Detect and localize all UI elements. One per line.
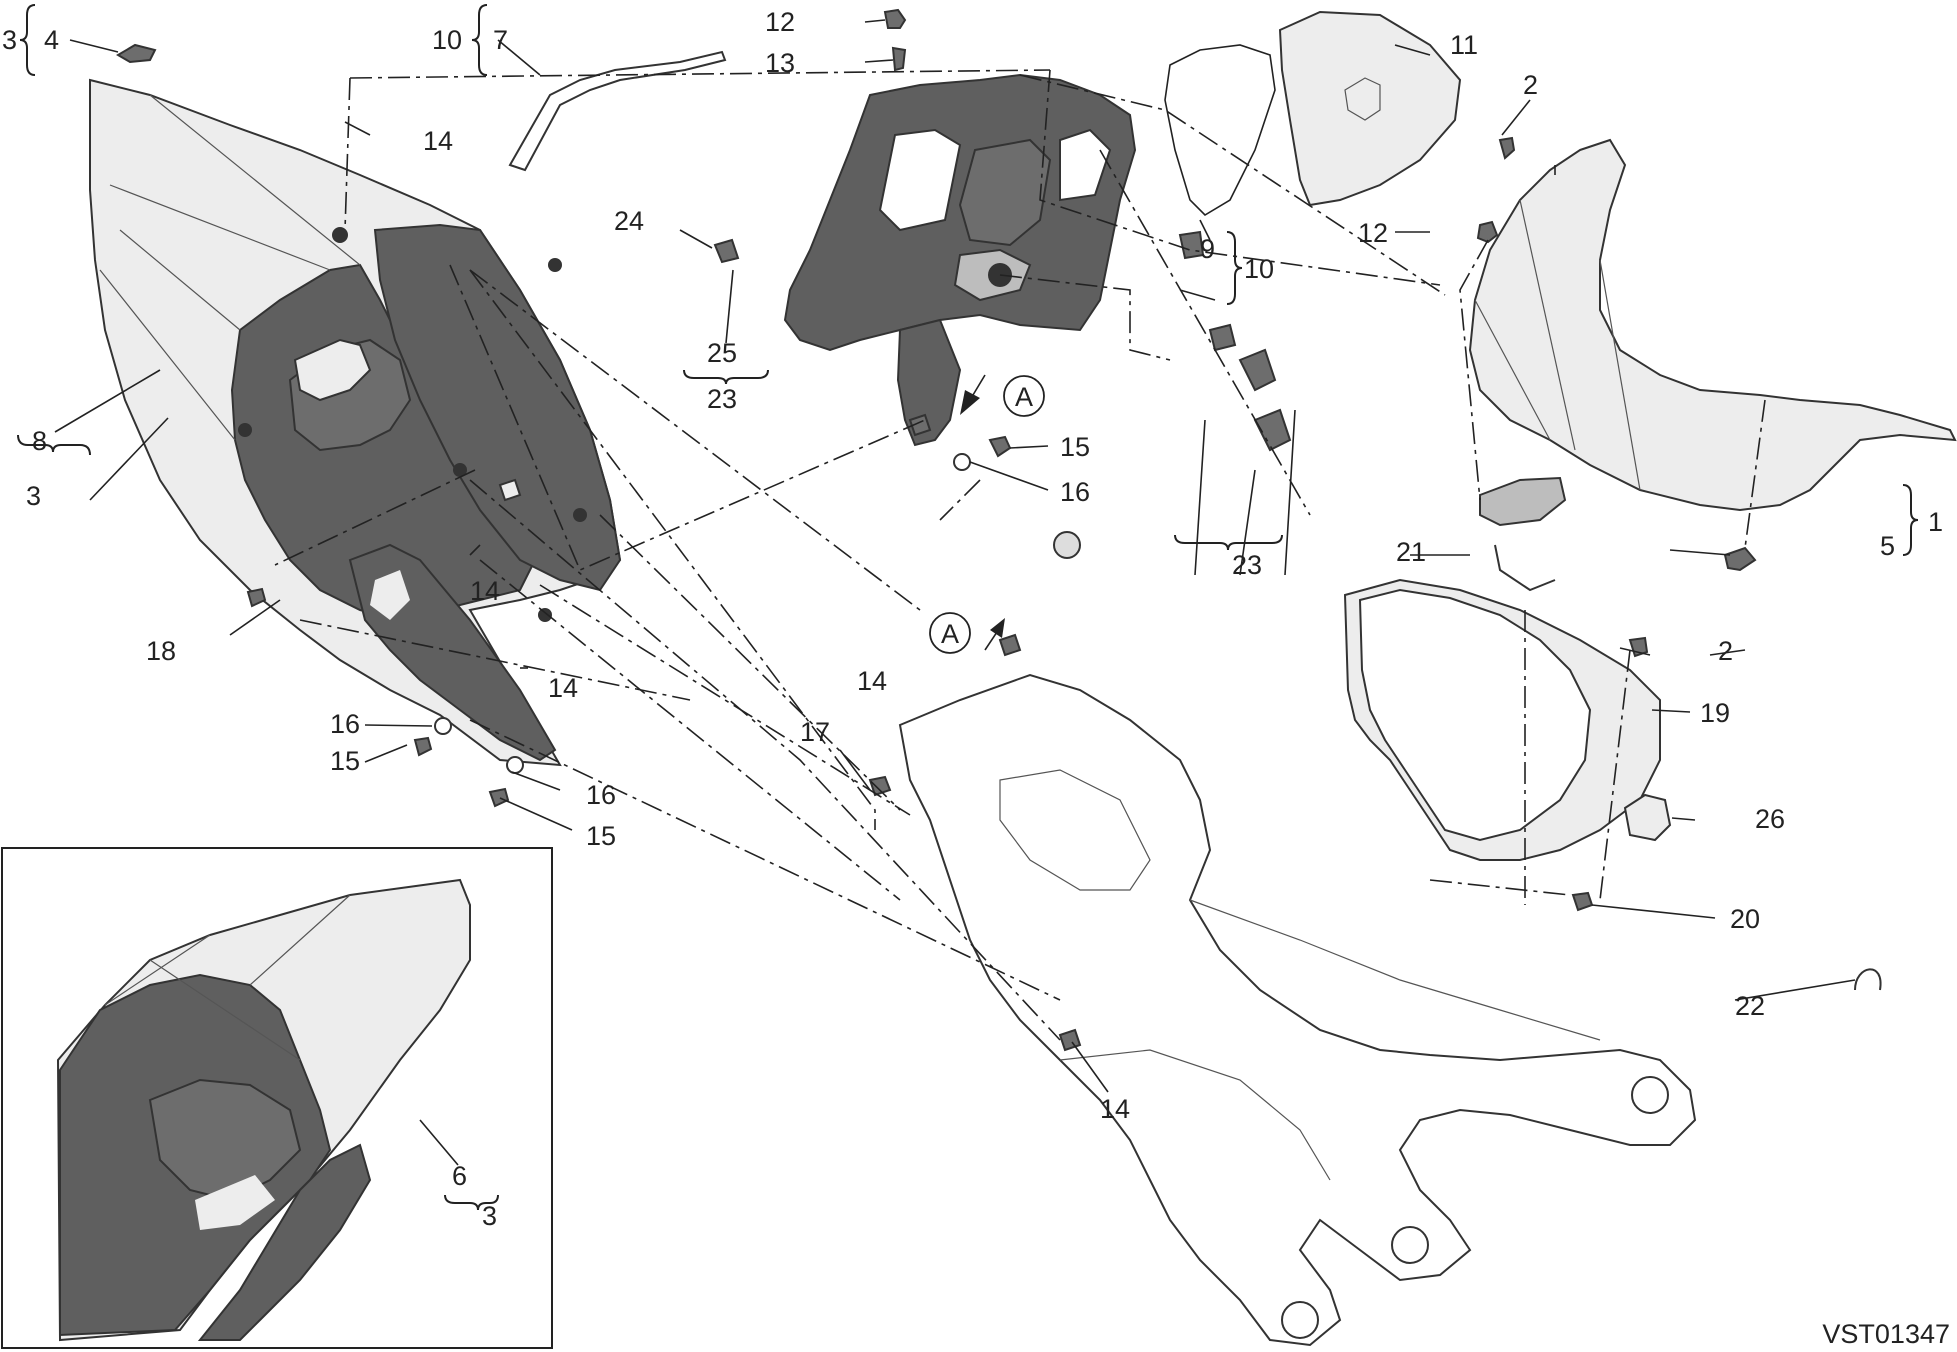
clip-22 — [1854, 968, 1882, 991]
callout-1: 1 — [1928, 507, 1943, 537]
callout-3-inset: 3 — [482, 1201, 497, 1231]
callout-9: 9 — [1200, 234, 1215, 264]
callout-10-right: 10 — [1244, 254, 1274, 284]
callout-7: 7 — [493, 25, 508, 55]
callout-3-left: 3 — [26, 481, 41, 511]
seat-frame-loop — [1164, 44, 1276, 217]
callout-2-top: 2 — [1523, 70, 1538, 100]
inset-frame — [1, 847, 553, 1349]
tail-cover-main — [89, 78, 622, 767]
center-dark-panel — [783, 73, 1137, 447]
seat-pad — [1278, 10, 1462, 207]
marker-a-bottom-circle — [929, 612, 971, 654]
leader-lines — [54, 19, 1856, 1166]
callout-25: 25 — [707, 338, 737, 368]
callout-18: 18 — [146, 636, 176, 666]
connector — [1479, 476, 1567, 527]
callout-15-left: 15 — [330, 746, 360, 776]
callout-4: 4 — [44, 25, 59, 55]
callout-24: 24 — [614, 206, 644, 236]
callout-labels: 3 4 10 7 12 13 11 2 14 24 25 23 9 10 12 … — [2, 7, 1943, 1231]
callout-23-right: 23 — [1232, 550, 1262, 580]
callout-12-top: 12 — [765, 7, 795, 37]
seat-tray — [1343, 578, 1661, 861]
callout-6: 6 — [452, 1161, 467, 1191]
callout-22: 22 — [1735, 991, 1765, 1021]
callout-16-top: 16 — [1060, 477, 1090, 507]
fasteners — [246, 8, 1757, 1052]
callout-8: 8 — [32, 426, 47, 456]
arrow-a-bottom-head — [990, 618, 1005, 638]
callout-23-left: 23 — [707, 384, 737, 414]
callout-17: 17 — [800, 717, 830, 747]
subframe — [898, 673, 1697, 1347]
callout-3-top: 3 — [2, 25, 17, 55]
callout-14-lower: 14 — [548, 673, 578, 703]
braces — [17, 4, 1919, 1211]
callout-14-bottom: 14 — [1100, 1094, 1130, 1124]
arrow-a-top-head — [960, 390, 980, 415]
callout-16-right: 16 — [586, 780, 616, 810]
callout-26: 26 — [1755, 804, 1785, 834]
callout-16-left: 16 — [330, 709, 360, 739]
callout-15-top: 15 — [1060, 432, 1090, 462]
marker-a-top: A — [1015, 382, 1033, 412]
callout-20: 20 — [1730, 904, 1760, 934]
callout-14-mid: 14 — [470, 576, 500, 606]
marker-a-top-circle — [1003, 375, 1045, 417]
callout-13: 13 — [765, 48, 795, 78]
strap — [508, 50, 727, 172]
callout-19: 19 — [1700, 698, 1730, 728]
inset-tail-view — [56, 878, 471, 1342]
callout-2-right: 2 — [1718, 636, 1733, 666]
callout-15-right: 15 — [586, 821, 616, 851]
callout-10-top: 10 — [432, 25, 462, 55]
arrow-a-bottom — [984, 631, 998, 651]
callout-5: 5 — [1880, 531, 1895, 561]
callout-11: 11 — [1450, 30, 1478, 60]
marker-a-bottom: A — [941, 619, 959, 649]
nut-26 — [1623, 793, 1672, 842]
seat-cowl-small — [116, 43, 157, 64]
dash-lines — [274, 69, 1766, 1041]
callout-21: 21 — [1396, 537, 1426, 567]
rider-seat — [1468, 138, 1957, 512]
callout-14-top: 14 — [423, 126, 453, 156]
drawing-code: VST01347 — [1822, 1319, 1950, 1349]
bracket-21 — [1494, 544, 1556, 592]
callout-14-a: 14 — [857, 666, 887, 696]
callout-12-right: 12 — [1358, 218, 1388, 248]
